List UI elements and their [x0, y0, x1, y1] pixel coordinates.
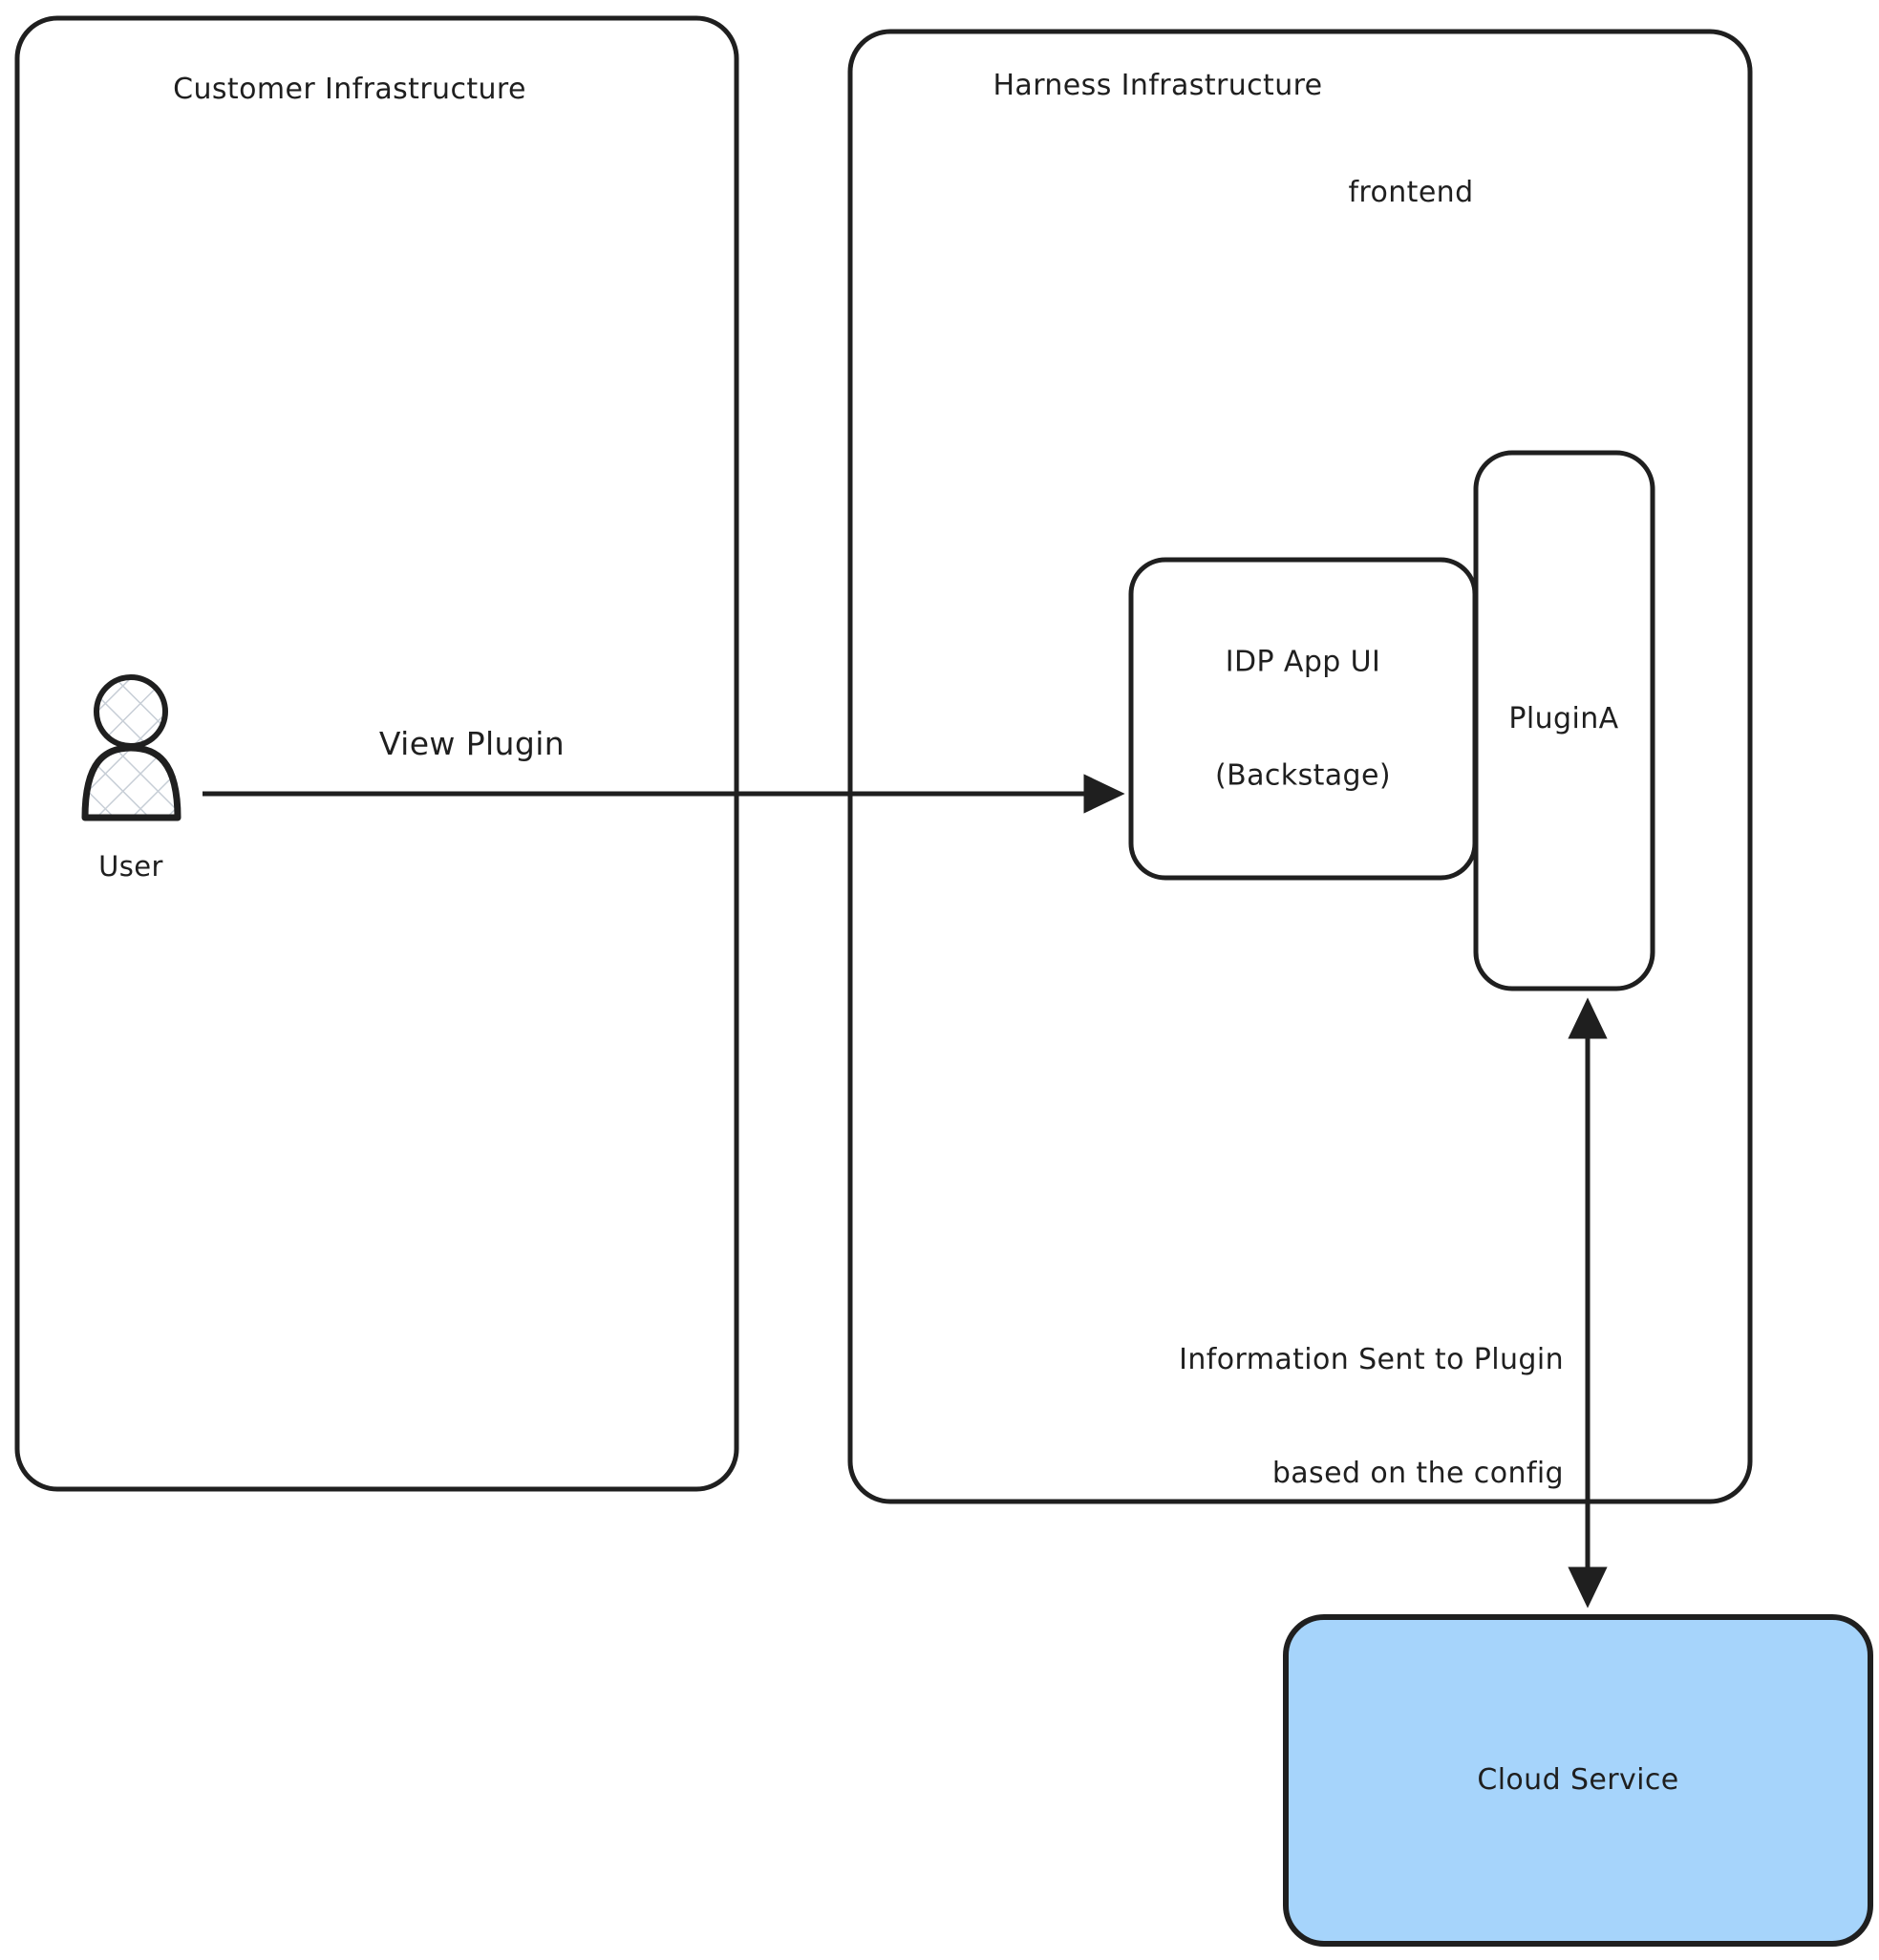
container-customer-infrastructure	[14, 15, 739, 1492]
container-title-harness-infrastructure: Harness Infrastructure	[993, 69, 1323, 102]
node-label-idp-app-ui-line-1: IDP App UI	[1225, 645, 1381, 679]
node-label-cloud-service: Cloud Service	[1477, 1763, 1679, 1798]
node-label-idp-app-ui: IDP App UI (Backstage)	[1141, 568, 1465, 871]
node-plugin-a-box[interactable]	[1473, 450, 1655, 991]
node-label-user: User	[98, 850, 163, 883]
node-label-idp-app-ui-line-2: (Backstage)	[1215, 758, 1391, 793]
edge-label-info-sent-to-plugin: Information Sent to Plugin based on the …	[972, 1266, 1564, 1568]
container-title-customer-infrastructure: Customer Infrastructure	[173, 73, 526, 106]
node-label-plugin-a: PluginA	[1508, 702, 1619, 736]
edge-label-view-plugin: View Plugin	[378, 725, 566, 762]
user-actor-icon	[81, 674, 181, 821]
edge-label-info-sent-to-plugin-line-2: based on the config	[1271, 1456, 1564, 1490]
group-title-frontend: frontend	[1348, 176, 1474, 209]
node-cloud-service-box[interactable]	[1283, 1614, 1873, 1947]
edge-label-info-sent-to-plugin-line-1: Information Sent to Plugin	[1179, 1343, 1564, 1377]
